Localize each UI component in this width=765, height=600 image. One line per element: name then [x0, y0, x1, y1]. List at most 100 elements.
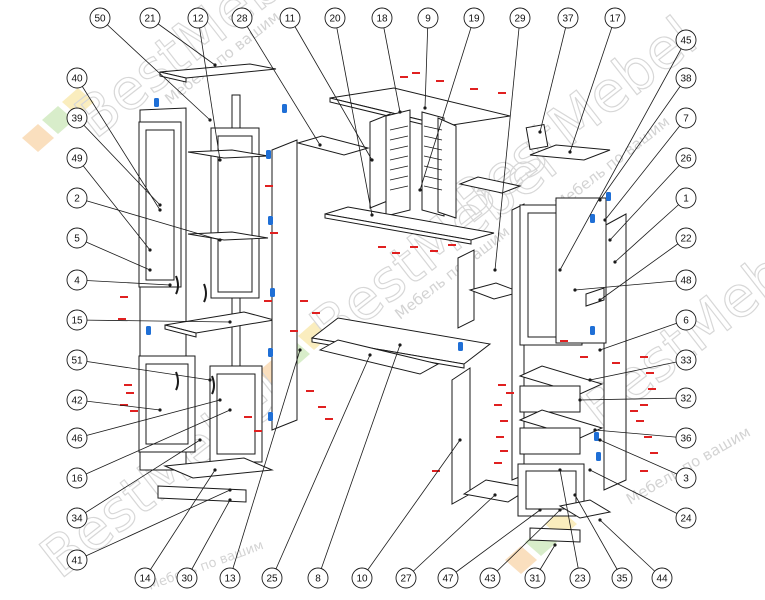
screw-mark	[448, 244, 456, 246]
callout-circle	[463, 7, 485, 29]
callout-circle	[675, 387, 697, 409]
screw-mark	[506, 392, 514, 394]
callout-number: 3	[683, 474, 689, 485]
screw-mark	[430, 250, 438, 252]
watermark-logo-mark	[505, 510, 577, 574]
callout-anchor-dot	[228, 320, 232, 324]
callout-circle	[509, 7, 531, 29]
screw-mark	[270, 232, 278, 234]
callout-circle	[611, 567, 633, 589]
callout-circle	[675, 507, 697, 529]
drawer-front	[519, 427, 581, 455]
screw-mark	[580, 356, 588, 358]
callout-leader-line	[76, 359, 211, 381]
screw-mark	[378, 246, 386, 248]
callout-anchor-dot	[493, 268, 497, 272]
callout-anchor-dot	[218, 158, 222, 162]
callout-number: 33	[680, 356, 692, 367]
callout-circle	[66, 147, 88, 169]
callout-anchor-dot	[218, 398, 222, 402]
louver-door	[437, 117, 457, 219]
callout-number: 43	[484, 574, 496, 585]
left-cabinet	[138, 63, 298, 503]
screw-mark	[412, 72, 420, 74]
screw-mark	[500, 450, 508, 452]
screw-mark	[436, 80, 444, 82]
callout-circle	[176, 567, 198, 589]
callout-number: 7	[683, 114, 689, 125]
callout-circle	[187, 7, 209, 29]
callout-anchor-dot	[370, 213, 374, 217]
screw-mark	[432, 470, 440, 472]
callout-circle	[66, 549, 88, 571]
screw-mark	[640, 470, 648, 472]
callout-leader-line	[76, 77, 161, 211]
callout-leader-line	[76, 489, 231, 561]
callout-circle	[675, 467, 697, 489]
callout-anchor-dot	[603, 218, 607, 222]
callout-number: 35	[616, 574, 628, 585]
callout-circle	[231, 7, 253, 29]
callout-circle	[351, 567, 373, 589]
callout-leader-line	[197, 17, 221, 161]
callout-circle	[675, 107, 697, 129]
callout-leader-line	[229, 349, 301, 579]
screw-mark	[500, 420, 508, 422]
callout-circle	[675, 67, 697, 89]
callout-circle	[675, 187, 697, 209]
middle-long-shelf-edge	[324, 213, 472, 245]
callout-circle	[66, 67, 88, 89]
callout-circle	[604, 7, 626, 29]
callout-number: 27	[400, 574, 412, 585]
screw-mark	[264, 300, 272, 302]
callout-anchor-dot	[208, 378, 212, 382]
callout-anchor-dot	[558, 268, 562, 272]
vertical-panel	[457, 249, 475, 329]
door-handle	[175, 275, 179, 295]
callout-anchor-dot	[538, 508, 542, 512]
callout-leader-line	[599, 319, 687, 351]
callout-leader-line	[76, 399, 221, 439]
callout-number: 9	[425, 14, 431, 25]
screw-mark	[300, 300, 308, 302]
callout-number: 48	[680, 276, 692, 287]
screw-mark	[306, 390, 314, 392]
callout-number: 6	[683, 316, 689, 327]
callout-anchor-dot	[588, 378, 592, 382]
callout-leader-line	[609, 157, 687, 241]
callout-anchor-dot	[228, 488, 232, 492]
screw-mark	[648, 388, 656, 390]
callout-circle	[219, 567, 241, 589]
screw-mark	[325, 418, 333, 420]
callout-anchor-dot	[558, 508, 562, 512]
screw-mark	[392, 252, 400, 254]
callout-number: 12	[192, 14, 204, 25]
callout-number: 49	[71, 154, 83, 165]
callout-anchor-dot	[168, 283, 172, 287]
callout-number: 31	[529, 574, 541, 585]
screw-mark	[646, 372, 654, 374]
callout-circle	[675, 29, 697, 51]
screw-mark	[494, 404, 502, 406]
door-handle	[203, 283, 207, 303]
screw-mark	[498, 384, 506, 386]
screw-mark	[265, 185, 273, 187]
callout-circle	[417, 7, 439, 29]
callout-leader-line	[424, 17, 429, 109]
callout-circle	[66, 389, 88, 411]
small-shelf	[296, 135, 370, 156]
callout-number: 46	[71, 434, 83, 445]
screw-mark	[318, 406, 326, 408]
screw-mark	[612, 362, 620, 364]
callout-anchor-dot	[538, 130, 542, 134]
tall-side-panel	[271, 139, 298, 431]
callout-anchor-dot	[158, 203, 162, 207]
callout-number: 2	[74, 194, 80, 205]
callout-number: 17	[609, 14, 621, 25]
callout-circle	[524, 567, 546, 589]
callout-number: 11	[285, 14, 296, 25]
callout-number: 16	[71, 474, 83, 485]
callout-circle	[651, 567, 673, 589]
clip-mark	[268, 348, 273, 357]
callout-number: 34	[71, 514, 83, 525]
